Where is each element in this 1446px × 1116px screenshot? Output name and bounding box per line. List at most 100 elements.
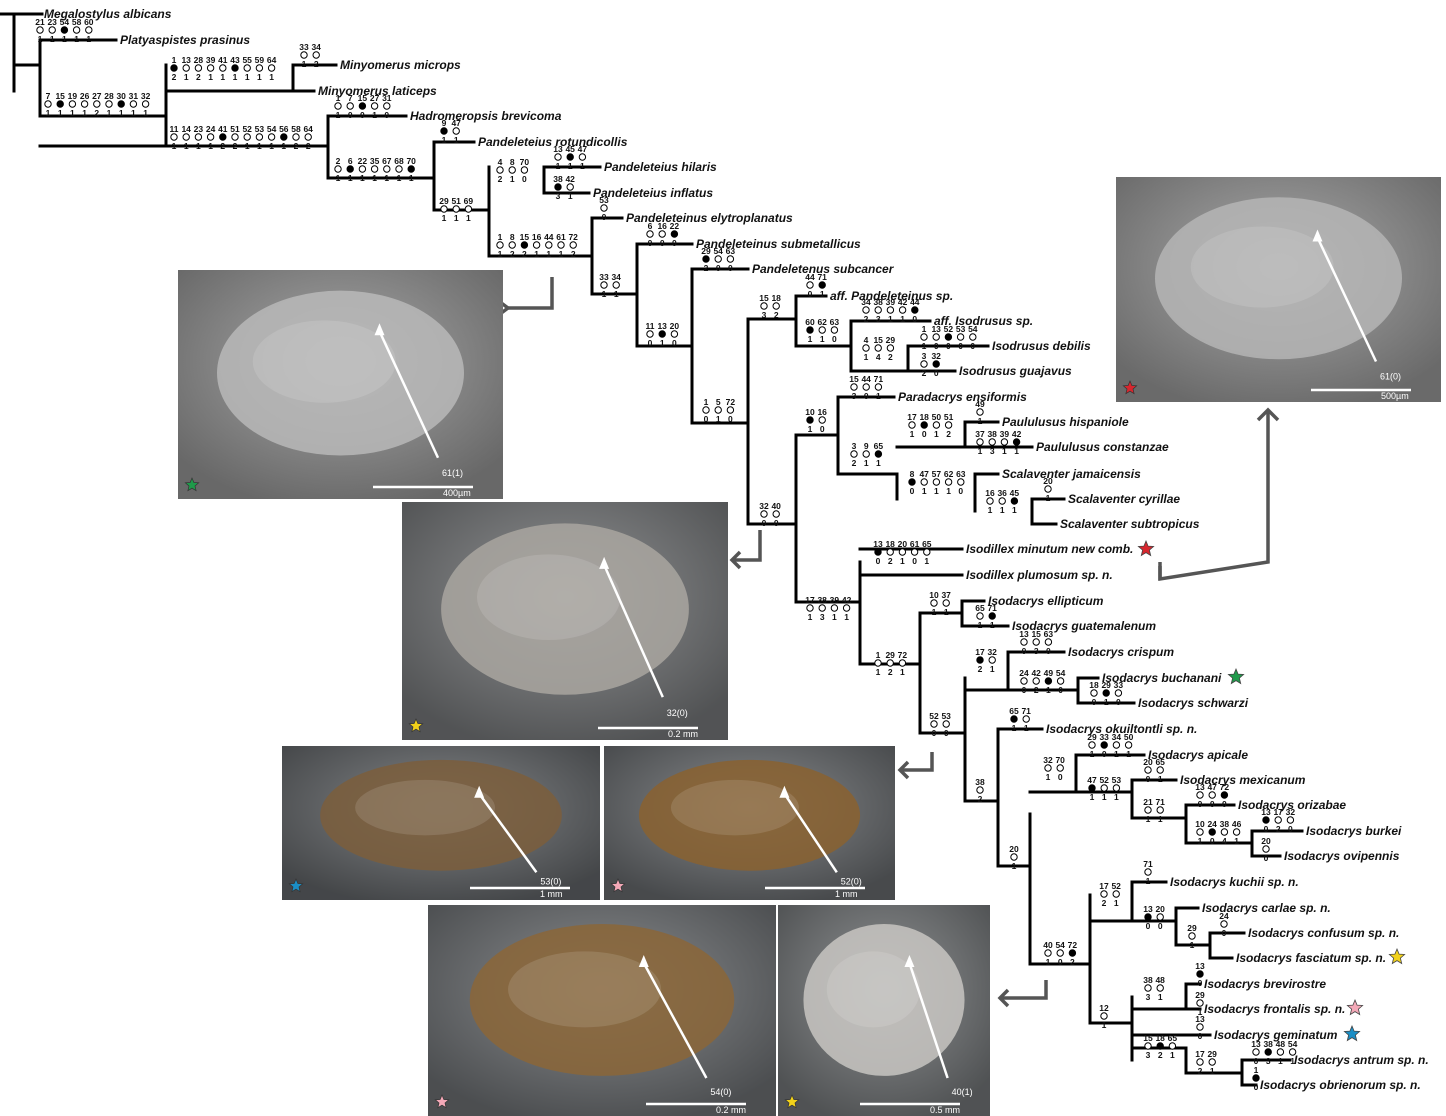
change-marker bbox=[1253, 1075, 1259, 1081]
character-number: 56 bbox=[279, 124, 289, 134]
taxon-label: Scalaventer cyrillae bbox=[1068, 492, 1180, 506]
character-state: 0 bbox=[1058, 957, 1063, 967]
change-marker bbox=[1089, 785, 1095, 791]
change-marker bbox=[819, 327, 825, 333]
character-state: 1 bbox=[1102, 1020, 1107, 1030]
change-marker bbox=[1209, 1059, 1215, 1065]
change-marker bbox=[1001, 439, 1007, 445]
character-number: 34 bbox=[861, 297, 871, 307]
character-state: 1 bbox=[568, 161, 573, 171]
scale-label: 0.5 mm bbox=[930, 1105, 960, 1115]
character-state: 0 bbox=[958, 486, 963, 496]
character-number: 8 bbox=[910, 469, 915, 479]
character-number: 47 bbox=[451, 118, 461, 128]
character-state: 2 bbox=[978, 794, 983, 804]
character-state: 1 bbox=[1090, 792, 1095, 802]
change-marker bbox=[999, 498, 1005, 504]
character-state: 0 bbox=[1058, 685, 1063, 695]
character-state: 1 bbox=[384, 173, 389, 183]
character-number: 48 bbox=[1155, 975, 1165, 985]
change-marker bbox=[1221, 921, 1227, 927]
change-marker bbox=[761, 511, 767, 517]
taxon-label: Paradacrys ensiformis bbox=[898, 390, 1027, 404]
change-marker bbox=[1045, 950, 1051, 956]
character-number: 32 bbox=[1043, 755, 1053, 765]
change-marker bbox=[232, 134, 238, 140]
character-state: 0 bbox=[660, 238, 665, 248]
character-number: 44 bbox=[805, 272, 815, 282]
character-number: 26 bbox=[80, 91, 90, 101]
character-number: 72 bbox=[568, 232, 578, 242]
change-marker bbox=[45, 101, 51, 107]
character-state: 1 bbox=[50, 34, 55, 44]
change-marker bbox=[130, 101, 136, 107]
character-number: 28 bbox=[194, 55, 204, 65]
character-number: 20 bbox=[1043, 476, 1053, 486]
character-state: 0 bbox=[1058, 772, 1063, 782]
character-state: 0 bbox=[648, 338, 653, 348]
change-marker bbox=[601, 205, 607, 211]
character-number: 29 bbox=[1087, 732, 1097, 742]
character-number: 53 bbox=[255, 124, 265, 134]
character-number: 54 bbox=[60, 17, 70, 27]
star-marker-icon bbox=[1138, 541, 1153, 556]
change-marker bbox=[958, 479, 964, 485]
character-state: 0 bbox=[360, 110, 365, 120]
character-state: 0 bbox=[648, 238, 653, 248]
change-marker bbox=[977, 787, 983, 793]
change-marker bbox=[207, 65, 213, 71]
scale-label: 0.2 mm bbox=[668, 729, 698, 739]
character-number: 20 bbox=[670, 321, 680, 331]
change-marker bbox=[1057, 950, 1063, 956]
change-marker bbox=[659, 231, 665, 237]
character-number: 54 bbox=[1288, 1039, 1298, 1049]
character-number: 1 bbox=[876, 650, 881, 660]
character-number: 15 bbox=[1031, 629, 1041, 639]
character-number: 24 bbox=[1019, 668, 1029, 678]
taxon-label: Isodillex plumosum sp. n. bbox=[966, 568, 1113, 582]
character-callout-label: 61(1) bbox=[442, 468, 463, 478]
taxon-label: Paululusus hispaniole bbox=[1002, 415, 1129, 429]
character-state: 2 bbox=[196, 72, 201, 82]
change-marker bbox=[359, 103, 365, 109]
specimen-image-legs-53-0: 53(0)1 mm bbox=[282, 746, 600, 900]
character-number: 33 bbox=[599, 272, 609, 282]
character-state: 0 bbox=[1022, 685, 1027, 695]
change-marker bbox=[1013, 439, 1019, 445]
character-state: 1 bbox=[568, 191, 573, 201]
character-state: 0 bbox=[1222, 928, 1227, 938]
character-state: 1 bbox=[1210, 1066, 1215, 1076]
character-state: 0 bbox=[704, 414, 709, 424]
change-marker bbox=[931, 600, 937, 606]
taxon-label: Isodacrys crispum bbox=[1068, 645, 1174, 659]
character-number: 71 bbox=[1021, 706, 1031, 716]
change-marker bbox=[943, 721, 949, 727]
change-marker bbox=[703, 256, 709, 262]
change-marker bbox=[921, 334, 927, 340]
specimen-image-dorsal-40-1: 40(1)0.5 mm bbox=[778, 905, 990, 1116]
character-number: 29 bbox=[885, 650, 895, 660]
change-marker bbox=[256, 134, 262, 140]
character-number: 16 bbox=[817, 407, 827, 417]
change-marker bbox=[207, 134, 213, 140]
character-state: 1 bbox=[988, 505, 993, 515]
change-marker bbox=[1113, 891, 1119, 897]
character-number: 62 bbox=[817, 317, 827, 327]
character-state: 1 bbox=[1146, 814, 1151, 824]
change-marker bbox=[1011, 498, 1017, 504]
change-marker bbox=[232, 65, 238, 71]
character-state: 1 bbox=[1198, 836, 1203, 846]
character-number: 42 bbox=[1012, 429, 1022, 439]
character-number: 45 bbox=[1010, 488, 1020, 498]
character-state: 1 bbox=[38, 34, 43, 44]
character-number: 63 bbox=[1044, 629, 1054, 639]
change-marker bbox=[106, 101, 112, 107]
character-state: 0 bbox=[728, 414, 733, 424]
character-state: 0 bbox=[1222, 799, 1227, 809]
change-marker bbox=[256, 65, 262, 71]
character-state: 0 bbox=[672, 338, 677, 348]
character-number: 11 bbox=[170, 124, 179, 134]
character-number: 39 bbox=[886, 297, 896, 307]
character-state: 1 bbox=[944, 607, 949, 617]
character-number: 23 bbox=[194, 124, 204, 134]
